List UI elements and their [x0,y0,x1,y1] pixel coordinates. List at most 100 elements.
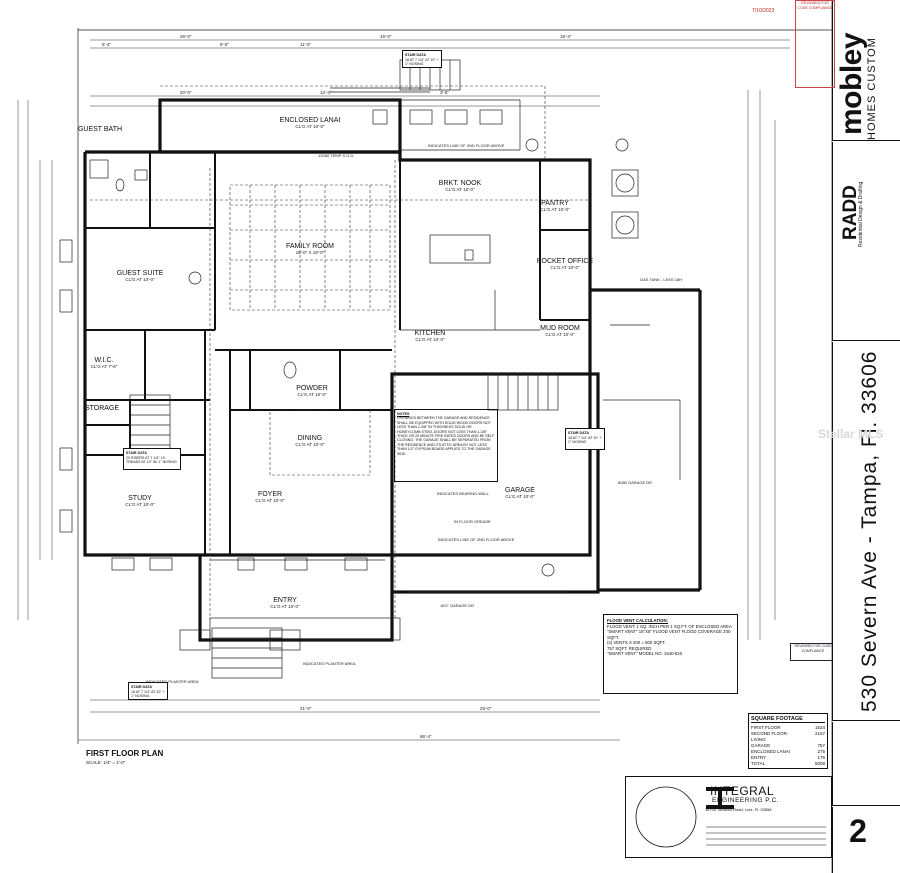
room-label-w-i-c-: W.I.C. [94,357,113,364]
slab-label: 12080 TEMP S.G.D. [318,153,354,158]
room-ceiling-8: CL'G AT 10'-0" [545,332,575,337]
svg-text:25'-0": 25'-0" [480,706,492,711]
svg-text:66'-4": 66'-4" [420,734,432,739]
stair-data-note-2: STAIR DATA 18 AT 7 1/4" AT 10" + 1" NOSI… [402,50,442,68]
room-ceiling-14: CL'G AT 10'-0" [125,502,155,507]
room-ceiling-2: 18'-0" X 19'-0" [296,250,325,255]
front-steps [211,627,283,679]
sqft-row: ENCLOSED LANAI 275 [751,749,825,755]
room-ceiling-5: CL'G AT 10'-0" [125,277,155,282]
room-ceiling-13: CL'G AT 10'-0" [255,498,285,503]
room-label-pantry: PANTRY [541,200,569,207]
flood-line: FLOOD VENT: 1 SQ. INCH PER 1 SQ.FT. OF E… [607,623,732,629]
builder-sub: HOMES CUSTOM [866,37,878,140]
sqft-title: SQUARE FOOTAGE [751,716,825,723]
room-ceiling-9: CL'G AT 7'-6" [91,364,118,369]
sqft-label: GARAGE [751,743,771,748]
ac-unit-1 [611,169,639,197]
room-ceiling-10: CL'G AT 10'-0" [297,392,327,397]
stair-data-4-text: 18 AT 7 1/4" AT 10" + 1" NOSING [131,689,165,699]
bearing-wall-label: INDICATES BEARING WALL [437,491,490,496]
stair-data-3-title: STAIR DATA [568,431,589,435]
watermark: Stellar MLS [818,427,884,441]
engineer-logo-area [635,786,826,848]
top-dimension-labels: 26'-0" 16'-0" 15'-4" 5'-4" 9'-0" 11'-0" 20'-… [102,34,572,95]
room-ceiling-15: CL'G AT 10'-0" [505,494,535,499]
engineer-name: INTEGRAL [710,784,775,798]
room-label-brkt-nook: BRKT. NOOK [439,180,482,187]
house-exterior-walls [85,150,592,557]
room-label-mud-room: MUD ROOM [540,325,580,332]
planter-label-2: INDICATED PLANTER AREA [303,661,356,666]
stair-data-2-title: STAIR DATA [405,53,426,57]
plan-scale: SCALE: 1/4" = 1'-0" [86,760,126,765]
flood-line: (4) VENTS X 200 = 800 SQFT. [607,640,666,645]
sqft-label: ENCLOSED LANAI [751,749,791,754]
stair-data-1-title: STAIR DATA [126,451,147,455]
svg-text:20'-0": 20'-0" [180,90,192,95]
sqft-label: LIVING [751,737,766,742]
room-ceiling-6: CL'G AT 10'-0" [550,265,580,270]
stair-data-1-text: 20 RISERS AT 7 1/4" 19 TREADS AT 10" W/ … [126,455,177,465]
sqft-value: 757 [817,743,825,748]
planter-label-1: INDICATED PLANTER AREA [146,679,199,684]
second-floor-line-label-1: INDICATES LINE OF 2ND FLOOR ABOVE [428,143,505,148]
kitchen-island [429,234,491,264]
sqft-label: FIRST FLOOR [751,725,781,730]
sqft-row: GARAGE 757 [751,743,825,749]
room-label-garage: GARAGE [505,487,535,494]
svg-text:5'-4": 5'-4" [102,42,111,47]
garage-note-title: NOTES [397,412,410,416]
room-label-guest-bath: GUEST BATH [78,126,122,133]
plan-title: FIRST FLOOR PLAN [86,749,164,758]
shower-fixture [89,159,109,179]
sqft-value: 5008 [814,761,825,766]
project-address: 530 Severn Ave - Tampa, Fl. 33606 [858,350,881,712]
dining-ceiling-outline [269,409,371,476]
svg-text:15'-4": 15'-4" [560,34,572,39]
sqft-value: 275 [817,749,825,754]
sqft-value: 175 [817,755,825,760]
gas-tank-label: GAS TANK - LESS 18H [640,277,682,282]
svg-text:16'-0": 16'-0" [380,34,392,39]
ac-unit-2 [611,211,639,239]
designer-sub: Residential Design & Drafting [858,181,864,247]
garage-separation-note: NOTES OPENINGS BETWEEN THE GARAGE AND RE… [394,409,498,482]
room-label-guest-suite: GUEST SUITE [117,270,164,277]
reviewed-stamp: REVIEWED FOR CODE COMPLIANCE [790,643,836,661]
sqft-label: ENTRY [751,755,767,760]
room-label-dining: DINING [298,435,323,442]
room-label-entry: ENTRY [273,597,297,604]
garage-note-text: OPENINGS BETWEEN THE GARAGE AND RESIDENC… [397,416,495,456]
svg-text:26'-0": 26'-0" [180,34,192,39]
sqft-row: ENTRY 175 [751,755,825,761]
room-ceiling-12: CL'G AT 10'-0" [295,442,325,447]
flood-title: FLOOD VENT CALCULATION: [607,618,669,623]
sqft-value: 2167 [814,731,825,736]
svg-text:9'-0": 9'-0" [220,42,229,47]
family-room-grid [229,184,391,311]
room-label-family-room: FAMILY ROOM [286,243,334,250]
stair-data-note-4: STAIR DATA 18 AT 7 1/4" AT 10" + 1" NOSI… [128,682,168,700]
garage-stair [487,373,559,411]
sqft-row: SECOND FLOOR 2167 [751,731,825,737]
sqft-label: SECOND FLOOR [751,731,788,736]
room-ceiling-16: CL'G AT 10'-0" [270,604,300,609]
stair-data-2-text: 18 AT 7 1/4" AT 10" + 1" NOSING [405,57,439,67]
room-label-storage: STORAGE [85,405,119,412]
stair-data-3-text: 18 AT 7 1/4" AT 10" + 1" NOSING [568,435,602,445]
svg-text:11'-0": 11'-0" [300,42,312,47]
room-ceiling-7: CL'G AT 10'-0" [415,337,445,342]
flood-line: "SMART VENT" MODEL NO. 1540-520 [607,651,683,656]
flood-vent-calculation: FLOOD VENT CALCULATION: FLOOD VENT: 1 SQ… [603,614,738,694]
flood-line: 757 SQFT. REQUIRED [607,645,652,651]
room-label-foyer: FOYER [258,491,282,498]
room-ceiling-4: CL'G AT 10'-0" [540,207,570,212]
stair-data-note-3: STAIR DATA 18 AT 7 1/4" AT 10" + 1" NOSI… [565,428,605,450]
review-stamp: REVIEWED FOR CODE COMPLIANCE [795,0,835,88]
sqft-label: TOTAL [751,761,766,766]
engineer-block [625,776,832,858]
